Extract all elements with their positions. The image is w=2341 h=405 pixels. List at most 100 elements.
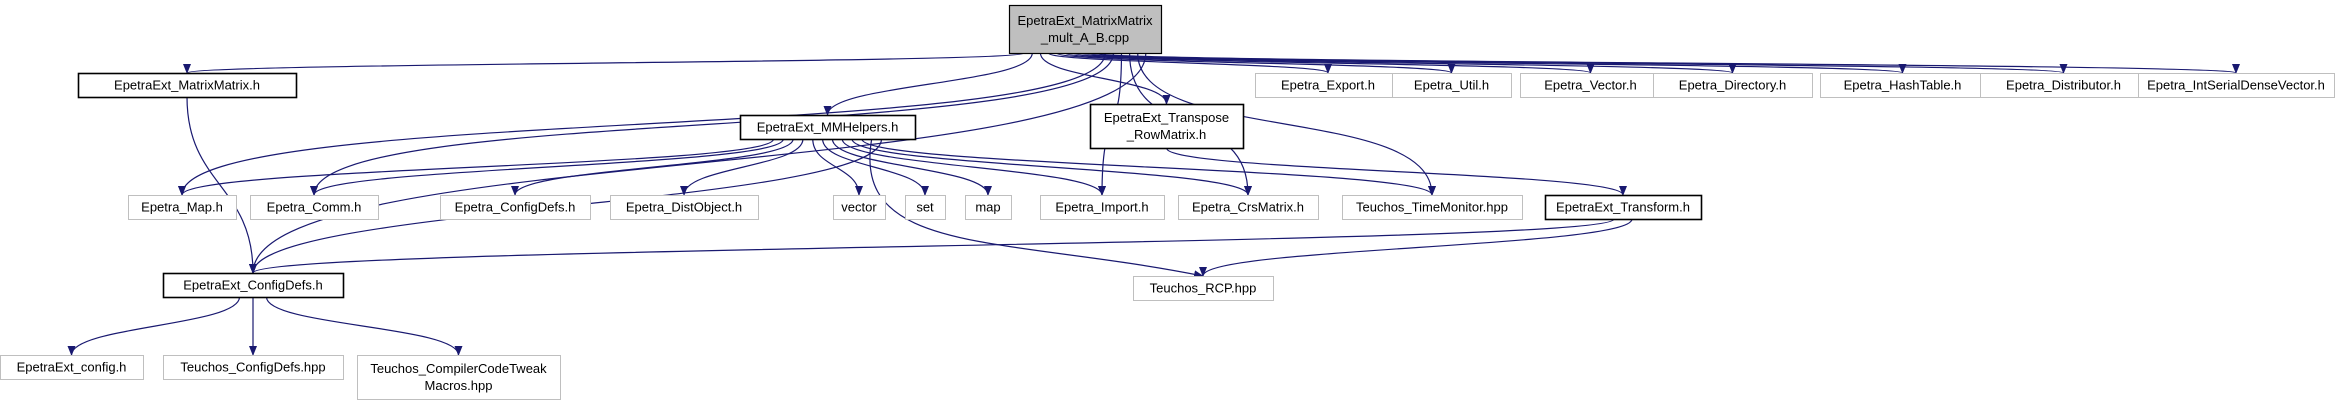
node-label-comm: Epetra_Comm.h — [267, 200, 362, 215]
node-box-root — [1008, 4, 1163, 55]
node-configdefs[interactable]: Epetra_ConfigDefs.h — [440, 195, 591, 220]
node-map_h[interactable]: Epetra_Map.h — [128, 195, 237, 220]
node-label-mm: EpetraExt_MatrixMatrix.h — [114, 78, 260, 93]
node-label-distributor: Epetra_Distributor.h — [2006, 78, 2121, 93]
node-box-directory — [1653, 73, 1813, 98]
edge-mmh-to-map — [831, 138, 992, 196]
edge-transform-to-extconfigdefs — [249, 218, 1615, 274]
node-crsmatrix[interactable]: Epetra_CrsMatrix.h — [1178, 195, 1319, 220]
edge-root-to-directory — [1072, 52, 1736, 74]
edge-root-to-util — [1056, 52, 1456, 74]
edge-root-to-hashtable — [1080, 52, 1906, 74]
node-import[interactable]: Epetra_Import.h — [1040, 195, 1165, 220]
node-mm[interactable]: EpetraExt_MatrixMatrix.h — [77, 72, 298, 99]
node-label-tweak: Teuchos_CompilerCodeTweak — [370, 361, 547, 376]
node-box-util — [1392, 73, 1512, 98]
node-box-map_h — [128, 195, 237, 220]
node-box-distobject — [610, 195, 759, 220]
node-label-vector_h: Epetra_Vector.h — [1544, 78, 1637, 93]
edge-root-to-map_h — [178, 52, 1106, 196]
node-label-trm: EpetraExt_Transpose — [1104, 110, 1229, 125]
node-rcp[interactable]: Teuchos_RCP.hpp — [1133, 276, 1274, 301]
node-box-map — [965, 195, 1012, 220]
node-teuchosconfigdefs[interactable]: Teuchos_ConfigDefs.hpp — [163, 355, 344, 380]
node-transform[interactable]: EpetraExt_Transform.h — [1544, 194, 1703, 221]
node-map[interactable]: map — [965, 195, 1012, 220]
node-label-vector: vector — [841, 200, 877, 215]
node-box-extconfig — [0, 355, 144, 380]
edge-mmh-to-set — [821, 138, 929, 196]
node-distributor[interactable]: Epetra_Distributor.h — [1980, 73, 2148, 98]
node-box-trm — [1089, 103, 1245, 150]
node-label-configdefs: Epetra_ConfigDefs.h — [455, 200, 576, 215]
node-distobject[interactable]: Epetra_DistObject.h — [610, 195, 759, 220]
node-box-configdefs — [440, 195, 591, 220]
node-label-mmh: EpetraExt_MMHelpers.h — [757, 120, 899, 135]
node-box-distributor — [1980, 73, 2148, 98]
node-label-export: Epetra_Export.h — [1281, 78, 1375, 93]
node-directory[interactable]: Epetra_Directory.h — [1653, 73, 1813, 98]
node-label-crsmatrix: Epetra_CrsMatrix.h — [1192, 200, 1304, 215]
edge-root-to-comm — [310, 52, 1114, 196]
node-label-map_h: Epetra_Map.h — [141, 200, 223, 215]
node-trm[interactable]: EpetraExt_Transpose _RowMatrix.h — [1089, 103, 1245, 150]
node-label-extconfig: EpetraExt_config.h — [17, 360, 127, 375]
node-label-map: map — [975, 200, 1000, 215]
node-label-util: Epetra_Util.h — [1414, 78, 1489, 93]
node-label-root: EpetraExt_MatrixMatrix — [1017, 13, 1153, 28]
node-box-teuchosconfigdefs — [163, 355, 344, 380]
node-label-tweak: Macros.hpp — [425, 378, 493, 393]
node-box-rcp — [1133, 276, 1274, 301]
edge-root-to-mmh — [823, 52, 1033, 116]
node-box-crsmatrix — [1178, 195, 1319, 220]
edge-mmh-to-distobject — [680, 138, 804, 196]
node-label-timemonitor: Teuchos_TimeMonitor.hpp — [1356, 200, 1508, 215]
node-export[interactable]: Epetra_Export.h — [1255, 73, 1402, 98]
edge-mmh-to-crsmatrix — [851, 138, 1252, 196]
node-extconfig[interactable]: EpetraExt_config.h — [0, 355, 144, 380]
node-box-vector — [833, 195, 886, 220]
node-label-distobject: Epetra_DistObject.h — [626, 200, 742, 215]
edge-extconfigdefs-to-extconfig — [67, 296, 241, 356]
node-vector_h[interactable]: Epetra_Vector.h — [1520, 73, 1662, 98]
node-box-tweak — [357, 355, 561, 400]
node-box-mmh — [739, 114, 917, 141]
node-comm[interactable]: Epetra_Comm.h — [250, 195, 379, 220]
edge-mmh-to-timemonitor — [861, 138, 1436, 196]
edge-root-to-vector_h — [1064, 52, 1595, 74]
node-box-isdv — [2138, 73, 2335, 98]
node-label-teuchosconfigdefs: Teuchos_ConfigDefs.hpp — [180, 360, 325, 375]
node-box-mm — [77, 72, 298, 99]
node-label-extconfigdefs: EpetraExt_ConfigDefs.h — [183, 278, 322, 293]
node-label-trm: _RowMatrix.h — [1126, 127, 1206, 142]
edge-mmh-to-map_h — [178, 138, 775, 196]
node-util[interactable]: Epetra_Util.h — [1392, 73, 1512, 98]
node-box-vector_h — [1520, 73, 1662, 98]
edge-mmh-to-import — [841, 138, 1106, 196]
node-hashtable[interactable]: Epetra_HashTable.h — [1820, 73, 1986, 98]
edge-mmh-to-comm — [310, 138, 784, 196]
edge-root-to-isdv — [1096, 52, 2239, 74]
node-box-comm — [250, 195, 379, 220]
edge-root-to-timemonitor — [1137, 52, 1436, 196]
node-box-extconfigdefs — [162, 272, 345, 299]
edge-root-to-export — [1047, 52, 1332, 74]
node-mmh[interactable]: EpetraExt_MMHelpers.h — [739, 114, 917, 141]
edge-root-to-extconfigdefs — [249, 52, 1147, 274]
node-set[interactable]: set — [905, 195, 946, 220]
node-vector[interactable]: vector — [833, 195, 886, 220]
node-box-hashtable — [1820, 73, 1986, 98]
node-isdv[interactable]: Epetra_IntSerialDenseVector.h — [2138, 73, 2335, 98]
node-extconfigdefs[interactable]: EpetraExt_ConfigDefs.h — [162, 272, 345, 299]
node-label-rcp: Teuchos_RCP.hpp — [1150, 281, 1257, 296]
node-timemonitor[interactable]: Teuchos_TimeMonitor.hpp — [1342, 195, 1523, 220]
node-box-export — [1255, 73, 1402, 98]
edge-trm-to-transform — [1165, 147, 1627, 196]
edge-extconfigdefs-to-tweak — [265, 296, 463, 356]
edge-root-to-trm — [1039, 52, 1171, 105]
node-box-set — [905, 195, 946, 220]
node-label-set: set — [916, 200, 934, 215]
node-label-import: Epetra_Import.h — [1055, 200, 1148, 215]
